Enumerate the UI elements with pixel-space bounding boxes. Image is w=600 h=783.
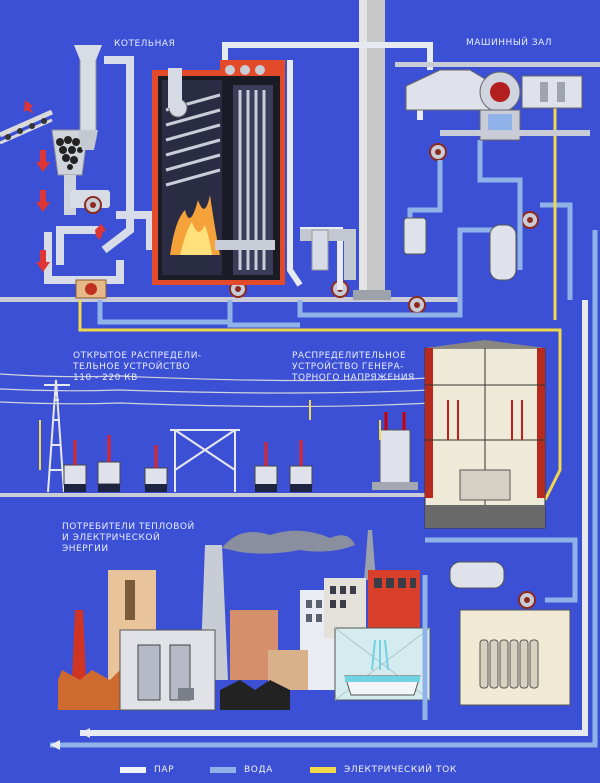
- power-lines: [0, 373, 431, 408]
- legend-electric: ЭЛЕКТРИЧЕСКИЙ ТОК: [310, 763, 457, 777]
- label-gvs: РАСПРЕДЕЛИТЕЛЬНОЕ УСТРОЙСТВО ГЕНЕРА- ТОР…: [292, 351, 432, 384]
- legend-steam-swatch: [120, 767, 146, 773]
- legend-water-swatch: [210, 767, 236, 773]
- label-open-switchgear-line1: ОТКРЫТОЕ РАСПРЕДЕЛИ-: [73, 351, 202, 361]
- label-machine-hall: МАШИННЫЙ ЗАЛ: [466, 38, 553, 48]
- pumps: [84, 143, 539, 314]
- label-consumers-line1: ПОТРЕБИТЕЛИ ТЕПЛОВОЙ: [62, 522, 195, 532]
- label-consumers-line3: ЭНЕРГИИ: [62, 544, 109, 554]
- transmission-tower: [44, 379, 70, 493]
- coal-conveyor: [0, 109, 54, 145]
- legend-water-label: ВОДА: [244, 765, 273, 775]
- label-open-switchgear: ОТКРЫТОЕ РАСПРЕДЕЛИ- ТЕЛЬНОЕ УСТРОЙСТВО …: [73, 351, 263, 384]
- label-consumers-line2: И ЭЛЕКТРИЧЕСКОЙ: [62, 533, 161, 543]
- electric-lines-top: [78, 100, 562, 501]
- legend-water: ВОДА: [210, 763, 273, 777]
- label-boiler-room: КОТЕЛЬНАЯ: [114, 39, 176, 49]
- label-open-switchgear-line3: 110 - 220 КВ: [73, 373, 138, 383]
- switchgear: [63, 435, 313, 492]
- turbine-generator: [395, 62, 600, 141]
- transformer: [372, 412, 418, 490]
- air-flow-arrows: [24, 100, 106, 272]
- factory-interior: [119, 629, 216, 711]
- gantry: [170, 429, 240, 492]
- legend-electric-swatch: [310, 767, 336, 773]
- switchyard-ground: [0, 493, 430, 497]
- smoke: [222, 530, 355, 554]
- return-steam-pipe: [80, 300, 588, 736]
- legend-steam-label: ПАР: [154, 765, 175, 775]
- label-gvs-line2: УСТРОЙСТВО ГЕНЕРА-: [292, 362, 404, 372]
- legend-steam: ПАР: [120, 763, 174, 777]
- gvs-building: [424, 340, 546, 529]
- electric-lines-mid: [39, 400, 381, 470]
- boiler: [152, 60, 285, 285]
- boiler-floor: [0, 297, 460, 302]
- flow-arrows-bottom: [50, 728, 90, 750]
- coal-mill: [79, 54, 97, 141]
- label-gvs-line3: ТОРНОГО НАПРЯЖЕНИЯ: [292, 373, 415, 383]
- radiator-panel: [459, 609, 571, 706]
- legend-electric-label: ЭЛЕКТРИЧЕСКИЙ ТОК: [344, 765, 457, 775]
- label-gvs-line1: РАСПРЕДЕЛИТЕЛЬНОЕ: [292, 351, 407, 361]
- bathroom-panel: [334, 627, 431, 701]
- label-open-switchgear-line2: ТЕЛЬНОЕ УСТРОЙСТВО: [73, 362, 191, 372]
- heaters: [403, 217, 517, 281]
- label-consumers: ПОТРЕБИТЕЛИ ТЕПЛОВОЙ И ЭЛЕКТРИЧЕСКОЙ ЭНЕ…: [62, 522, 202, 555]
- heat-exchanger: [449, 561, 536, 609]
- feed-fan: [75, 279, 107, 299]
- return-water-pipes: [50, 230, 598, 748]
- city-buildings: [58, 570, 420, 710]
